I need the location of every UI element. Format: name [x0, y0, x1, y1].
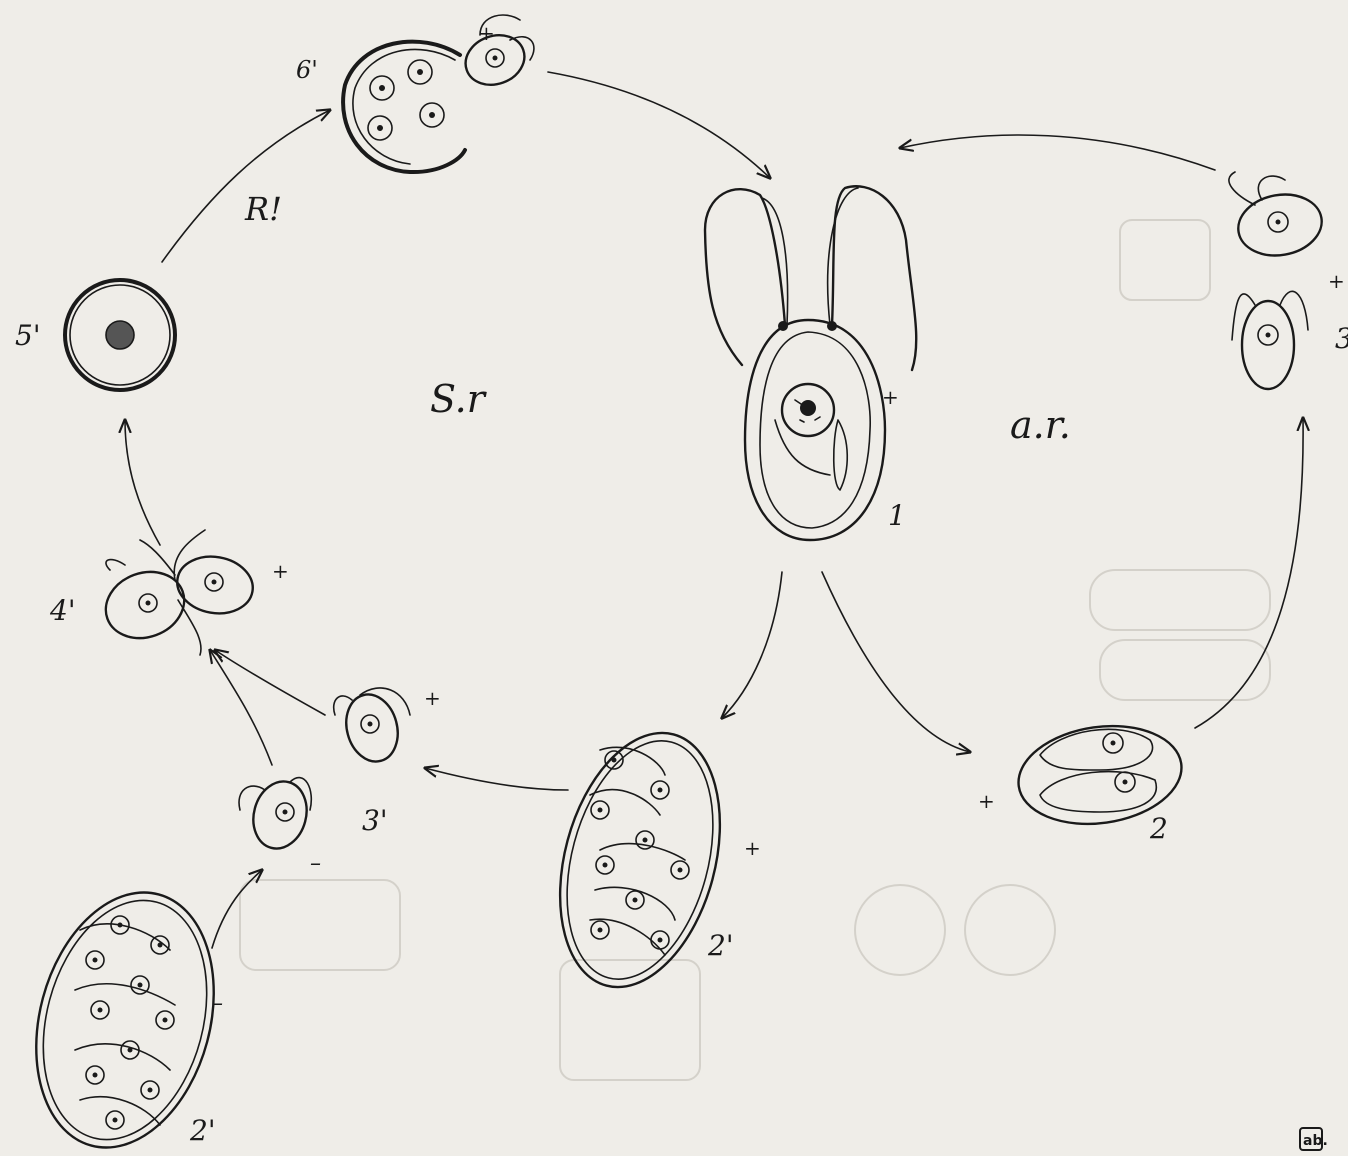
label-stage-4p: 4' — [49, 594, 76, 627]
arrow-3-to-1 — [900, 135, 1215, 170]
stage-1-cell — [705, 186, 916, 540]
sign-plus-2: + — [978, 789, 995, 813]
sign-minus-3p: – — [310, 851, 321, 876]
label-stage-3p: 3' — [362, 804, 388, 837]
sign-plus-2p: + — [744, 836, 761, 860]
label-stage-6p: 6' — [296, 56, 318, 84]
label-stage-2: 2 — [1149, 812, 1168, 845]
sign-minus-2p: – — [212, 991, 223, 1016]
label-reduction: R! — [244, 190, 282, 228]
label-asexual-reproduction: a.r. — [1010, 403, 1071, 447]
stage-4p-fusion — [96, 530, 257, 655]
sign-plus-6p: + — [478, 21, 495, 45]
arrow-6p-to-1 — [548, 72, 770, 178]
label-stage-2p-right: 2' — [707, 929, 734, 962]
stage-3-zoospores — [1229, 172, 1327, 389]
sign-plus-3: + — [1328, 269, 1345, 293]
arrow-2p-to-3p — [425, 768, 568, 790]
label-stage-3: 3 — [1335, 322, 1348, 355]
sign-plus-4p: + — [272, 559, 289, 583]
bleed-through — [240, 220, 1270, 1080]
logo-text: ab. — [1303, 1133, 1328, 1149]
arrow-2p-left-to-3p — [212, 870, 262, 948]
arrow-5p-to-6p — [162, 110, 330, 262]
publisher-logo: ab. — [1300, 1128, 1328, 1150]
sign-plus-1: + — [882, 385, 899, 409]
arrow-3p-to-4p-b — [215, 650, 325, 715]
arrow-2-to-3 — [1195, 418, 1303, 728]
arrow-1-to-2p — [722, 572, 782, 718]
arrow-1-to-2 — [822, 572, 970, 752]
label-sexual-reproduction: S.r — [430, 377, 488, 421]
stage-5p-zygote — [65, 280, 175, 390]
label-stage-5p: 5' — [15, 319, 41, 352]
arrow-4p-to-5p — [125, 420, 160, 545]
sign-plus-3p: + — [424, 686, 441, 710]
stage-6p-germination — [343, 15, 534, 172]
label-stage-1: 1 — [888, 499, 906, 532]
label-stage-2p-left: 2' — [189, 1114, 216, 1147]
